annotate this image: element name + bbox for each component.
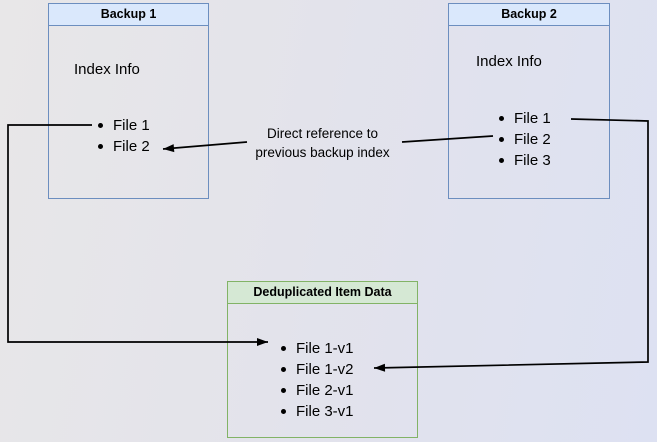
backup2-file-3: File 3 bbox=[499, 150, 551, 171]
backup2-file-1: File 1 bbox=[499, 108, 551, 129]
dedup-file-list: File 1-v1 File 1-v2 File 2-v1 File 3-v1 bbox=[281, 338, 354, 422]
dedup-file-2v1: File 2-v1 bbox=[281, 380, 354, 401]
backup2-index-info-label: Index Info bbox=[476, 53, 542, 70]
backup2-file-2: File 2 bbox=[499, 129, 551, 150]
backup2-file-list: File 1 File 2 File 3 bbox=[499, 108, 551, 171]
dedup-file-3v1: File 3-v1 bbox=[281, 401, 354, 422]
dedup-file-1v1: File 1-v1 bbox=[281, 338, 354, 359]
backup1-file-2: File 2 bbox=[98, 136, 150, 157]
backup1-title: Backup 1 bbox=[49, 4, 208, 26]
backup2-box: Backup 2 Index Info File 1 File 2 File 3 bbox=[448, 3, 610, 199]
backup1-file-1: File 1 bbox=[98, 115, 150, 136]
dedup-file-1v2: File 1-v2 bbox=[281, 359, 354, 380]
direct-reference-label: Direct reference to previous backup inde… bbox=[240, 124, 405, 162]
backup1-box: Backup 1 Index Info File 1 File 2 bbox=[48, 3, 209, 199]
backup1-file-list: File 1 File 2 bbox=[98, 115, 150, 157]
direct-reference-label-line2: previous backup index bbox=[255, 145, 390, 160]
backup2-title: Backup 2 bbox=[449, 4, 609, 26]
dedup-box: Deduplicated Item Data File 1-v1 File 1-… bbox=[227, 281, 418, 438]
backup1-index-info-label: Index Info bbox=[74, 61, 140, 78]
dedup-title: Deduplicated Item Data bbox=[228, 282, 417, 304]
direct-reference-label-line1: Direct reference to bbox=[266, 126, 379, 141]
